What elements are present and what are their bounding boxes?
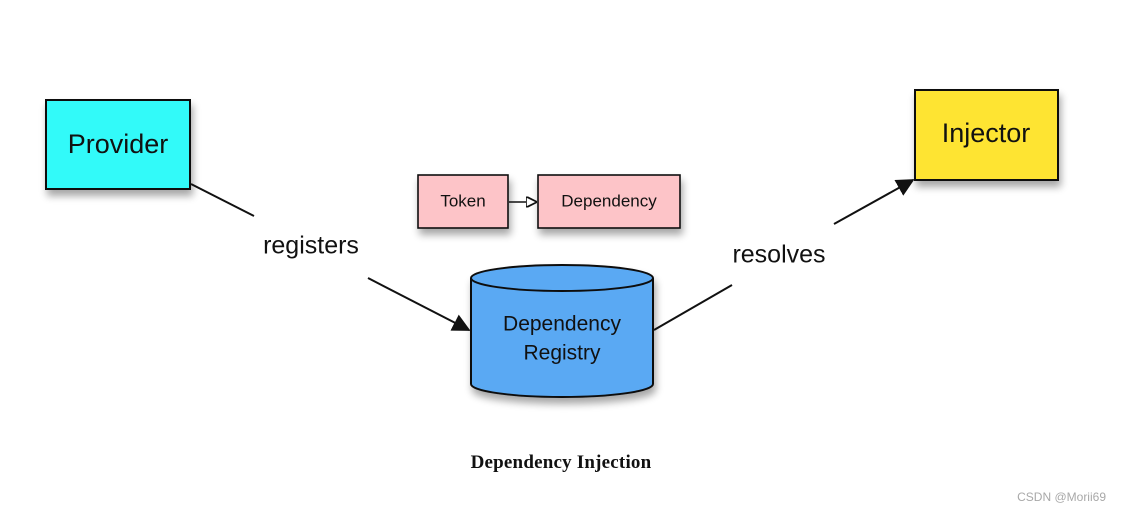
registry-cylinder-top (470, 264, 654, 292)
watermark: CSDN @Morii69 (1017, 490, 1106, 504)
injector-label: Injector (942, 118, 1031, 148)
resolves-edge-upper (833, 179, 915, 225)
provider-node: Provider (45, 99, 191, 190)
injector-node: Injector (914, 89, 1059, 181)
injector-box (914, 89, 1059, 181)
registry-node (470, 264, 654, 398)
resolves-edge-lower (653, 284, 733, 331)
dependency-box (537, 174, 681, 229)
token-node: Token (417, 174, 509, 229)
registers-edge-upper (190, 183, 255, 217)
resolves-label: resolves (732, 241, 825, 269)
token-label: Token (440, 191, 485, 210)
registers-label: registers (263, 232, 359, 260)
token-box (417, 174, 509, 229)
registers-edge-lower (367, 277, 471, 331)
registry-cylinder-body (470, 278, 654, 398)
registry-label-line1: Dependency (503, 313, 621, 336)
dependency-label: Dependency (561, 191, 657, 210)
dependency-node: Dependency (537, 174, 681, 229)
diagram-caption: Dependency Injection (470, 452, 652, 473)
provider-box (45, 99, 191, 190)
provider-label: Provider (68, 129, 169, 159)
registry-label-line2: Registry (523, 342, 601, 365)
